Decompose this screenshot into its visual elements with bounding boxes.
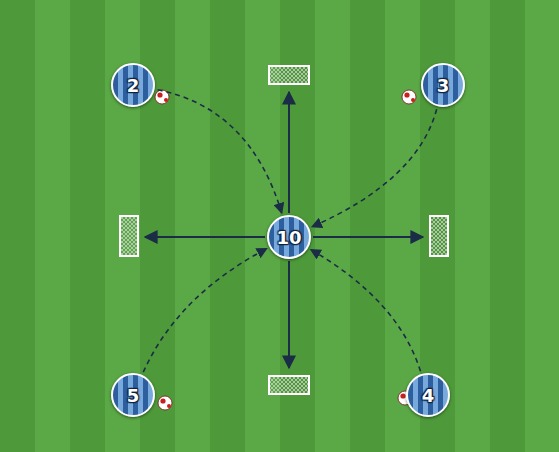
player-circle: 4 [406, 373, 450, 417]
pass-arrow [311, 250, 421, 372]
mini-goal [269, 376, 309, 394]
pass-arrow [143, 249, 267, 373]
player-circle: 2 [111, 63, 155, 107]
mini-goal [430, 216, 448, 256]
player-number: 5 [127, 385, 140, 406]
player-number: 2 [127, 75, 140, 96]
mini-goal [120, 216, 138, 256]
run-arrow [288, 261, 290, 368]
run-arrow [313, 236, 423, 238]
run-arrow [288, 92, 290, 213]
player-number: 3 [437, 75, 450, 96]
pass-arrow [158, 90, 282, 213]
player-number: 4 [422, 385, 435, 406]
player-circle: 5 [111, 373, 155, 417]
player-circle: 3 [421, 63, 465, 107]
player-circle: 10 [267, 215, 311, 259]
pass-arrow [312, 109, 437, 227]
player-number: 10 [276, 227, 301, 248]
run-arrow [145, 236, 265, 238]
mini-goal [269, 66, 309, 84]
ball [158, 396, 172, 410]
ball [402, 90, 416, 104]
